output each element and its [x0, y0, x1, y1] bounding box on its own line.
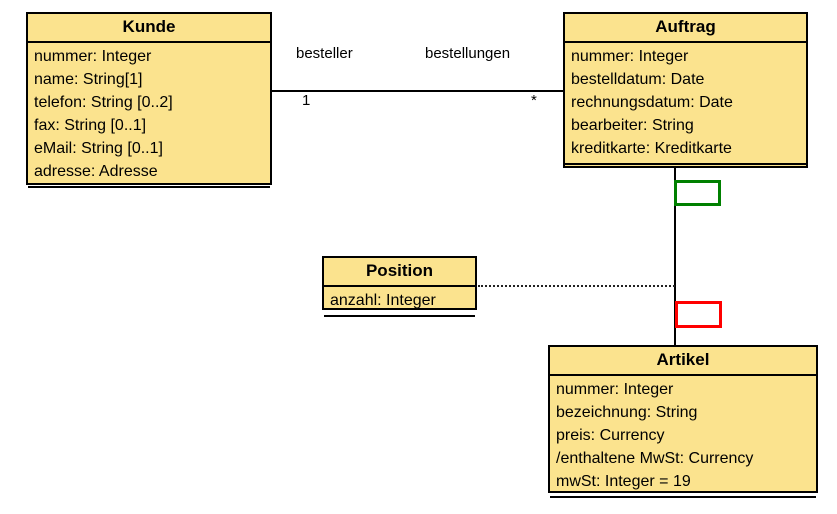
association-multiplicity-kunde: 1	[302, 92, 311, 109]
attribute-row: nummer: Integer	[571, 48, 689, 65]
attribute-row: nummer: Integer	[556, 381, 674, 398]
association-role-bestellungen: bestellungen	[425, 45, 511, 62]
association-line-auftrag-artikel[interactable]	[674, 168, 676, 345]
association-line-kunde-auftrag[interactable]	[272, 90, 563, 92]
class-operations-position	[324, 317, 475, 326]
class-operations-artikel	[550, 498, 816, 507]
class-name-auftrag: Auftrag	[565, 14, 806, 43]
class-name-position: Position	[324, 258, 475, 287]
attribute-row: adresse: Adresse	[34, 163, 158, 180]
class-name-artikel: Artikel	[550, 347, 816, 376]
association-role-besteller: besteller	[296, 45, 353, 62]
class-box-artikel[interactable]: Artikel nummer: Integer bezeichnung: Str…	[548, 345, 818, 498]
attribute-row: fax: String [0..1]	[34, 117, 147, 134]
attribute-row: bezeichnung: String	[556, 404, 698, 421]
class-attributes-auftrag: nummer: Integer bestelldatum: Date rechn…	[565, 43, 806, 165]
attribute-row: anzahl: Integer	[330, 292, 436, 309]
annotation-rect-green[interactable]	[674, 180, 721, 206]
attribute-row: name: String[1]	[34, 71, 143, 88]
association-multiplicity-auftrag: *	[531, 92, 537, 109]
class-box-position[interactable]: Position anzahl: Integer	[322, 256, 477, 317]
class-name-kunde: Kunde	[28, 14, 270, 43]
attribute-row: bearbeiter: String	[571, 117, 694, 134]
class-operations-kunde	[28, 188, 270, 197]
class-box-auftrag[interactable]: Auftrag nummer: Integer bestelldatum: Da…	[563, 12, 808, 168]
class-operations-auftrag	[565, 165, 806, 174]
association-class-link-position[interactable]	[478, 285, 675, 287]
class-box-kunde[interactable]: Kunde nummer: Integer name: String[1] te…	[26, 12, 272, 188]
attribute-row: /enthaltene MwSt: Currency	[556, 450, 754, 467]
attribute-row: nummer: Integer	[34, 48, 152, 65]
attribute-row: preis: Currency	[556, 427, 665, 444]
attribute-row: bestelldatum: Date	[571, 71, 705, 88]
attribute-row: kreditkarte: Kreditkarte	[571, 140, 732, 157]
attribute-row: eMail: String [0..1]	[34, 140, 163, 157]
class-attributes-kunde: nummer: Integer name: String[1] telefon:…	[28, 43, 270, 188]
class-attributes-position: anzahl: Integer	[324, 287, 475, 317]
attribute-row: rechnungsdatum: Date	[571, 94, 733, 111]
annotation-rect-red[interactable]	[675, 301, 722, 328]
attribute-row: telefon: String [0..2]	[34, 94, 173, 111]
class-attributes-artikel: nummer: Integer bezeichnung: String prei…	[550, 376, 816, 498]
attribute-row: mwSt: Integer = 19	[556, 473, 691, 490]
